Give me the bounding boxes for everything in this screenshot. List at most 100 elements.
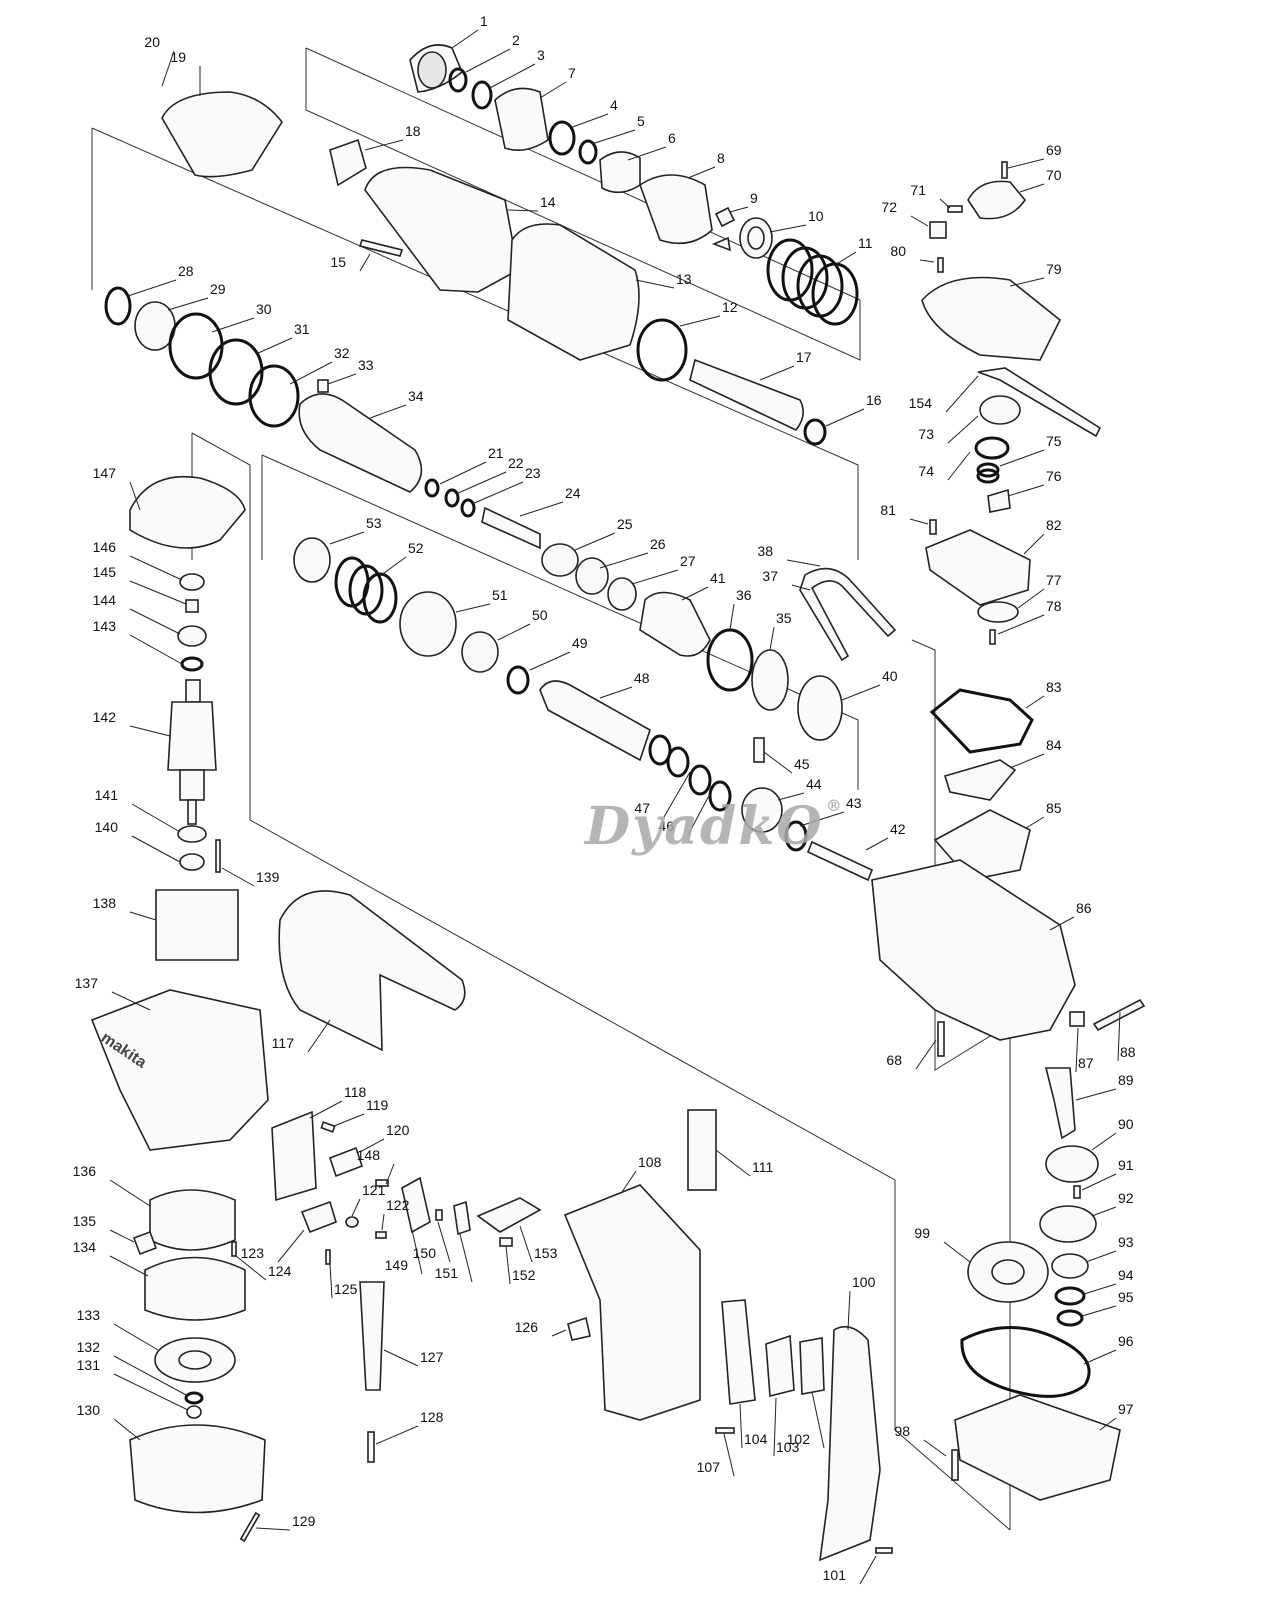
part-number-label: 153	[534, 1245, 558, 1261]
leader-line-44	[777, 792, 805, 801]
leader-line-40	[841, 684, 881, 701]
leader-line-14	[507, 209, 539, 212]
baffle-147	[129, 475, 246, 549]
part-number-label: 48	[634, 670, 650, 686]
part-70	[967, 180, 1027, 220]
handle-housing-108	[563, 1184, 701, 1421]
part-number-label: 92	[1118, 1190, 1134, 1206]
pin-33	[317, 379, 329, 393]
part-number-label: 9	[750, 190, 758, 206]
leader-line-117	[307, 1019, 331, 1053]
part-102	[799, 1337, 825, 1395]
leader-line-43	[799, 811, 845, 827]
leader-line-80	[919, 259, 935, 263]
leader-line-90	[1091, 1132, 1117, 1151]
leader-line-144	[129, 608, 181, 635]
part-number-label: 126	[515, 1319, 539, 1335]
cover-79	[921, 276, 1062, 361]
gasket-96	[960, 1326, 1091, 1398]
part-number-label: 93	[1118, 1234, 1134, 1250]
bearing-90	[1045, 1145, 1099, 1183]
part-number-label: 121	[362, 1182, 386, 1198]
part-number-label: 88	[1120, 1044, 1136, 1060]
plate-84	[943, 759, 1017, 801]
leader-line-30	[211, 317, 255, 333]
leader-line-143	[129, 634, 183, 665]
part-number-label: 147	[93, 465, 117, 481]
washer-10	[739, 217, 773, 259]
leader-line-42	[865, 837, 889, 851]
crank-housing-86	[871, 859, 1076, 1041]
leader-line-38	[786, 559, 821, 567]
brush-151	[453, 1200, 471, 1236]
leader-line-152	[505, 1245, 511, 1285]
leader-line-95	[1081, 1305, 1117, 1317]
chuck-sleeve-part	[494, 87, 549, 151]
leader-line-3	[489, 63, 536, 89]
part-number-label: 43	[846, 795, 862, 811]
watermark-registered: ®	[825, 796, 844, 815]
leader-line-135	[109, 1229, 135, 1243]
part-number-label: 95	[1118, 1289, 1134, 1305]
screw-148	[375, 1179, 389, 1187]
grip-100	[819, 1325, 881, 1562]
part-number-label: 40	[882, 668, 898, 684]
part-77	[977, 601, 1019, 623]
gear-92	[1039, 1205, 1097, 1243]
leader-line-128	[375, 1425, 419, 1445]
part-number-label: 151	[435, 1265, 459, 1281]
part-number-label: 20	[144, 34, 160, 50]
leader-line-32	[289, 361, 333, 385]
part-number-label: 10	[808, 208, 824, 224]
screw-124	[231, 1241, 237, 1257]
cover-97	[954, 1394, 1121, 1501]
small-rings-21-23	[424, 478, 476, 518]
leader-line-93	[1085, 1250, 1117, 1263]
leader-line-124	[235, 1255, 267, 1281]
part-number-label: 33	[358, 357, 374, 373]
leader-line-21	[439, 461, 487, 485]
shaft-17	[689, 358, 804, 431]
washer-143	[180, 656, 204, 672]
screw-81	[929, 519, 937, 535]
ring-35	[751, 649, 789, 711]
leader-line-5	[591, 129, 636, 145]
leader-line-29	[167, 297, 209, 311]
watermark: DyadkO®	[585, 796, 844, 857]
leader-line-81	[909, 518, 929, 525]
leader-line-27	[631, 569, 679, 585]
lever-154	[977, 367, 1102, 438]
screw-78	[989, 629, 996, 645]
part-number-label: 104	[744, 1431, 768, 1447]
shaft-89	[1044, 1067, 1076, 1140]
leader-line-76	[1007, 484, 1045, 497]
part-number-label: 21	[488, 445, 504, 461]
leader-line-132	[113, 1355, 189, 1397]
part-number-label: 124	[268, 1263, 292, 1279]
leader-line-139	[221, 867, 255, 887]
o-ring-12	[636, 318, 688, 382]
leader-line-48	[599, 686, 633, 699]
part-number-label: 47	[634, 800, 650, 816]
ring-16	[803, 418, 827, 446]
part-number-label: 26	[650, 536, 666, 552]
rings-46-47	[648, 734, 732, 812]
part-number-label: 75	[1046, 433, 1062, 449]
leader-line-125	[329, 1263, 333, 1299]
leader-line-122	[381, 1213, 385, 1231]
part-number-label: 94	[1118, 1267, 1134, 1283]
parts-121-123	[300, 1200, 387, 1239]
leader-line-1	[451, 29, 479, 49]
cover-19	[161, 91, 283, 178]
tube-48	[539, 680, 651, 762]
leader-line-46	[687, 789, 713, 836]
leader-line-28	[127, 279, 177, 297]
spring-52	[334, 556, 398, 624]
leader-line-47	[663, 771, 691, 818]
part-number-label: 143	[93, 618, 117, 634]
part-number-label: 99	[914, 1225, 930, 1241]
o-ring-49	[506, 665, 530, 695]
leader-line-77	[1017, 588, 1045, 609]
leader-line-134	[109, 1255, 149, 1277]
